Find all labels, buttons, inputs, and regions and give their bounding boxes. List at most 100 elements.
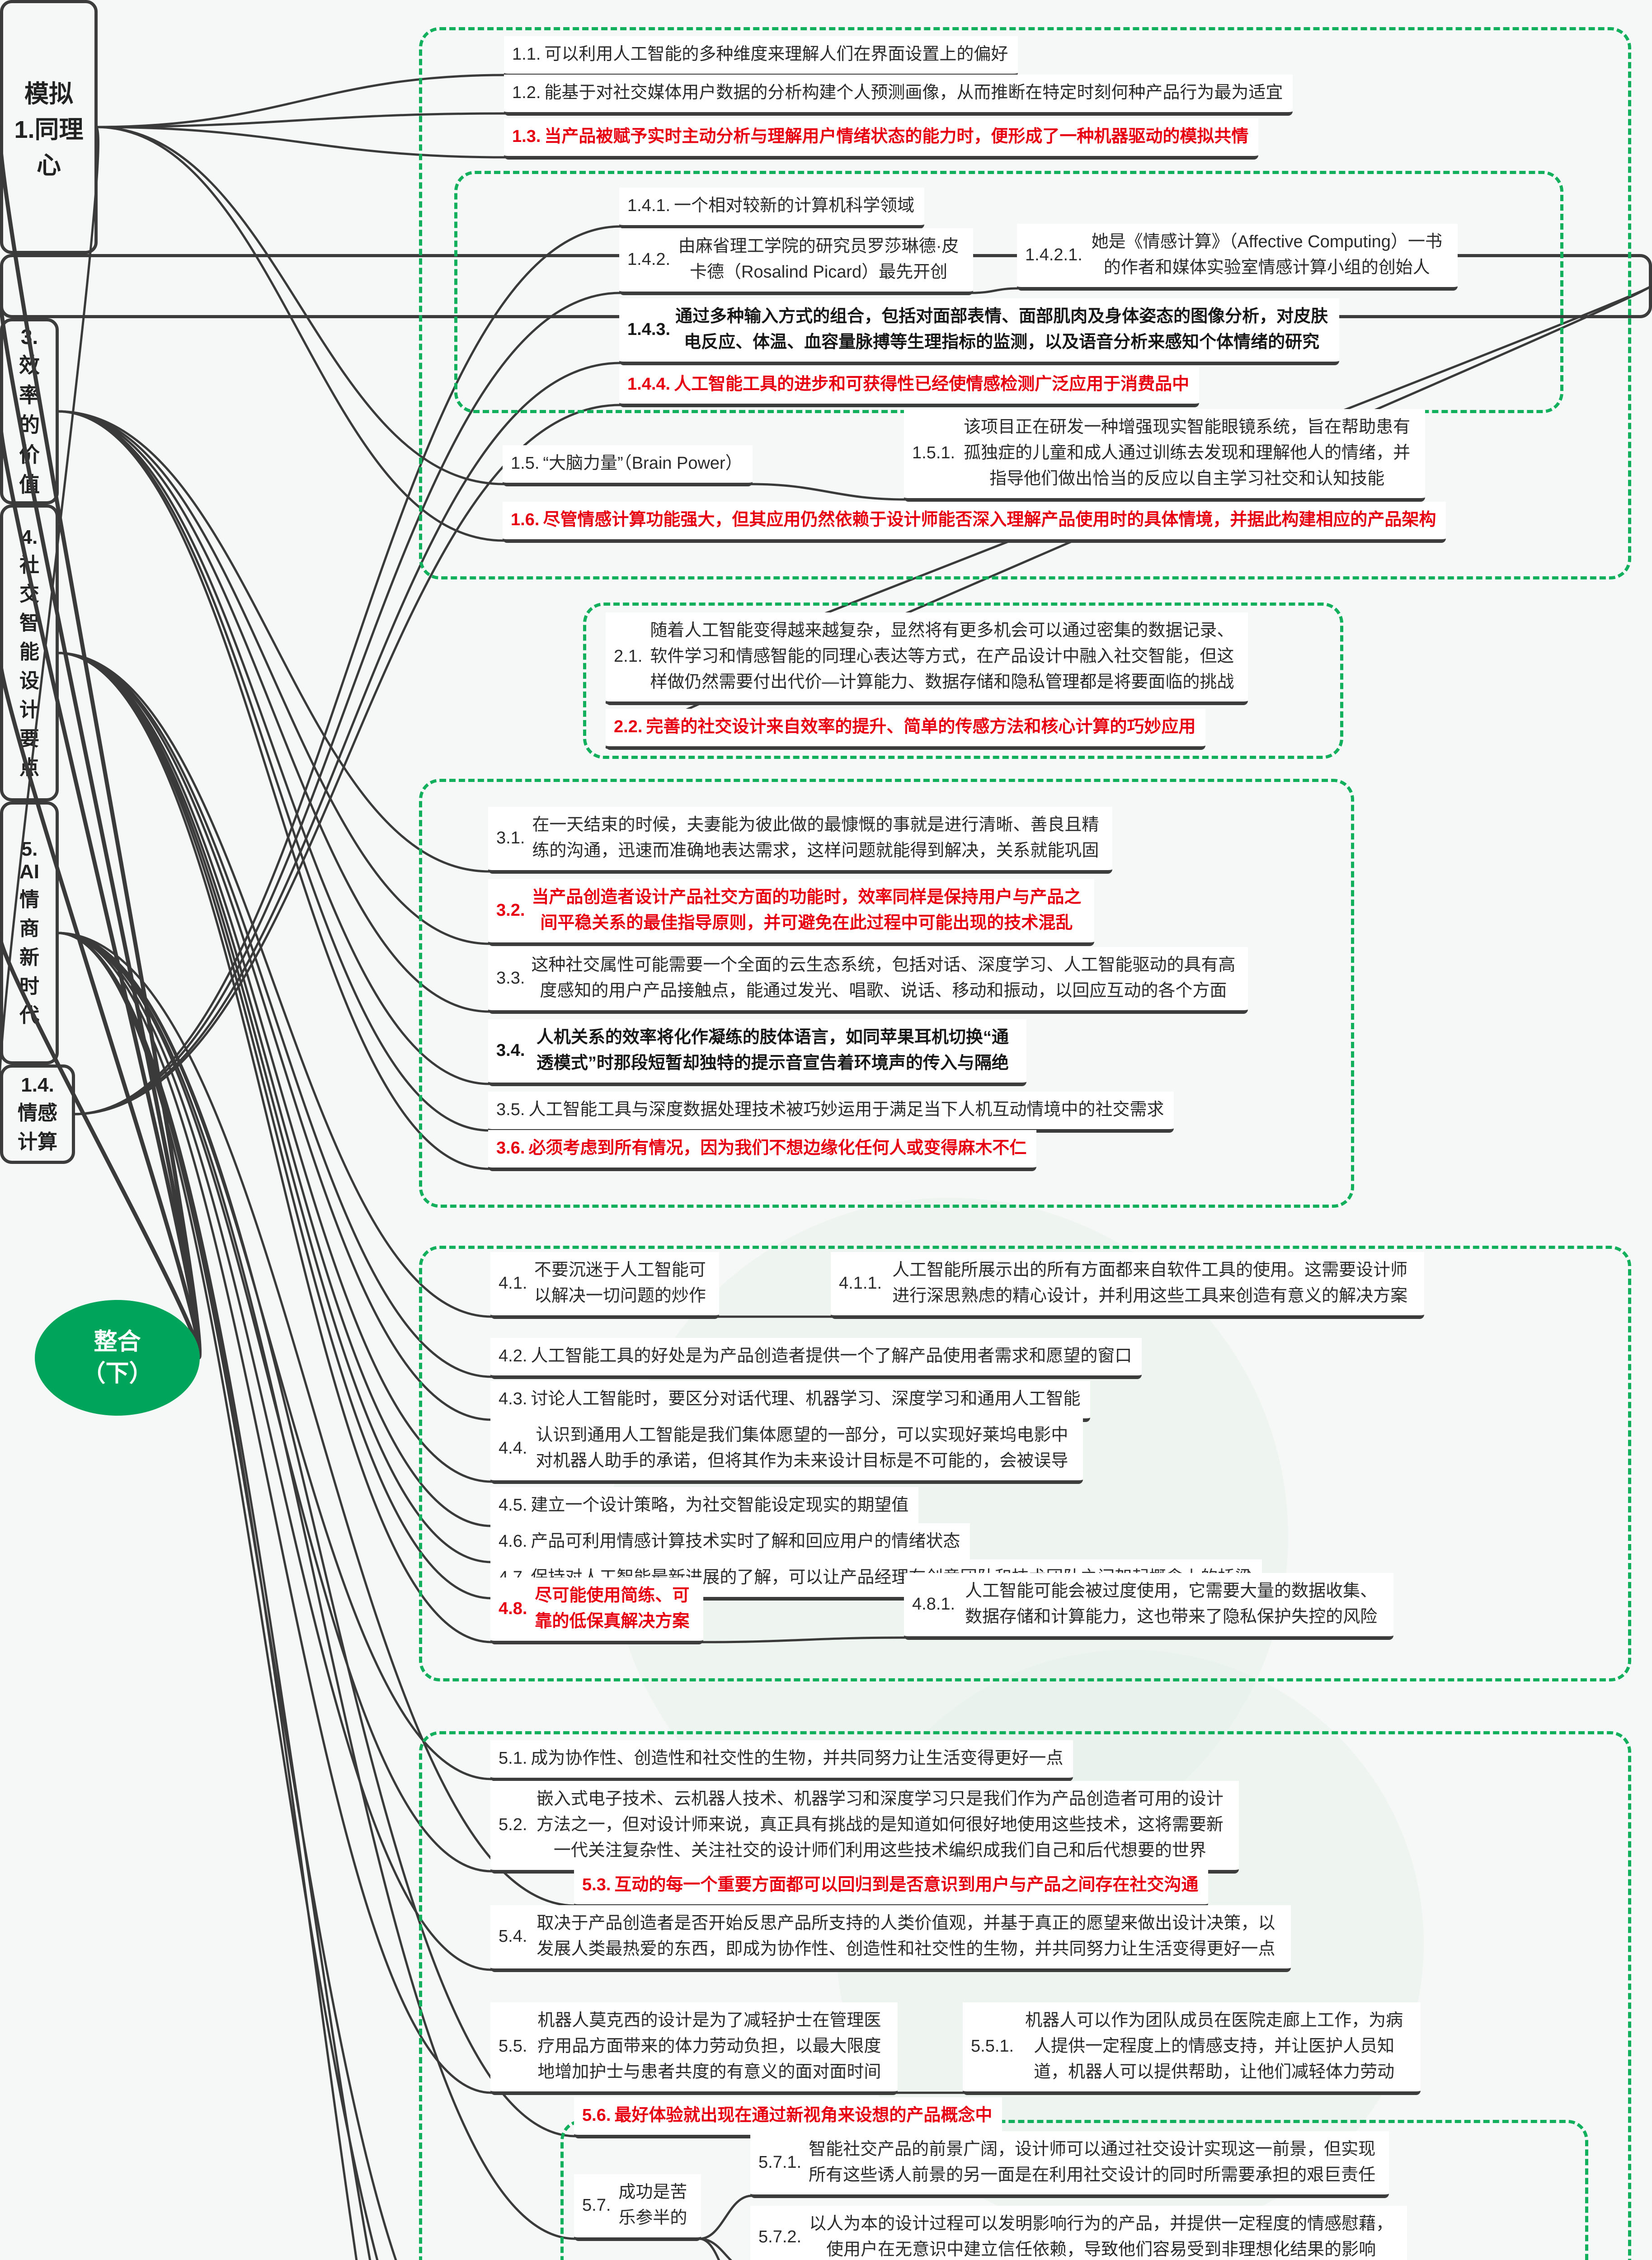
root-node[interactable]: 整合 （下） <box>35 1300 200 1416</box>
node-number: 4.8.1. <box>912 1594 955 1614</box>
group-box-5 <box>419 1731 1631 2260</box>
node-number: 3.4. <box>496 1041 525 1060</box>
node-1-2[interactable]: 1.2. 能基于对社交媒体用户数据的分析构建个人预测画像，从而推断在特定时刻何种… <box>504 75 1293 116</box>
node-number: 5.7.2. <box>758 2227 802 2246</box>
node-number: 5.5. <box>499 2037 527 2056</box>
node-text: 一个相对较新的计算机科学领域 <box>674 196 915 215</box>
node-text: 完善的社交设计来自效率的提升、简单的传感方法和核心计算的巧妙应用 <box>646 717 1196 736</box>
node-number: 3.2. <box>496 900 525 920</box>
node-number: 4.2. <box>499 1347 527 1365</box>
node-text: 成为协作性、创造性和社交性的生物，并共同努力让生活变得更好一点 <box>531 1749 1064 1768</box>
node-number: 1.4.1. <box>627 196 671 215</box>
node-text: 成功是苦乐参半的 <box>618 2183 687 2227</box>
node-5-7-2[interactable]: 5.7.2. 以人为本的设计过程可以发明影响行为的产品，并提供一定程度的情感慰藉… <box>750 2206 1407 2260</box>
node-number: 1.5.1. <box>912 443 955 462</box>
node-text: “大脑力量”（Brain Power） <box>543 454 743 473</box>
node-4-1-1[interactable]: 4.1.1. 人工智能所展示出的所有方面都来自软件工具的使用。这需要设计师进行深… <box>831 1252 1425 1319</box>
node-1-4-1[interactable]: 1.4.1. 一个相对较新的计算机科学领域 <box>619 188 925 229</box>
node-number: 4.1. <box>499 1273 527 1293</box>
node-3-3[interactable]: 3.3. 这种社交属性可能需要一个全面的云生态系统，包括对话、深度学习、人工智能… <box>488 947 1248 1014</box>
node-2-2[interactable]: 2.2. 完善的社交设计来自效率的提升、简单的传感方法和核心计算的巧妙应用 <box>606 709 1206 750</box>
node-number: 5.6. <box>582 2106 611 2125</box>
node-3-4[interactable]: 3.4. 人机关系的效率将化作凝练的肢体语言，如同苹果耳机切换“通透模式”时那段… <box>488 1019 1027 1086</box>
node-number: 4.6. <box>499 1532 527 1551</box>
node-4-8-1[interactable]: 4.8.1. 人工智能可能会被过度使用，它需要大量的数据收集、数据存储和计算能力… <box>904 1573 1394 1640</box>
node-1-3[interactable]: 1.3. 当产品被赋予实时主动分析与理解用户情绪状态的能力时，便形成了一种机器驱… <box>504 118 1259 160</box>
group-box-2 <box>583 603 1343 759</box>
node-number: 5.4. <box>499 1926 527 1946</box>
node-text: 通过多种输入方式的组合，包括对面部表情、面部肌肉及身体姿态的图像分析，对皮肤电反… <box>675 307 1328 352</box>
node-text: 由麻省理工学院的研究员罗莎琳德·皮卡德（Rosalind Picard）最先开创 <box>678 237 959 282</box>
node-3-2[interactable]: 3.2. 当产品创造者设计产品社交方面的功能时，效率同样是保持用户与产品之间平稳… <box>488 879 1095 946</box>
node-5-1[interactable]: 5.1. 成为协作性、创造性和社交性的生物，并共同努力让生活变得更好一点 <box>490 1740 1073 1781</box>
node-1-5[interactable]: 1.5. “大脑力量”（Brain Power） <box>503 445 753 486</box>
node-5-3[interactable]: 5.3. 互动的每一个重要方面都可以回归到是否意识到用户与产品之间存在社交沟通 <box>574 1867 1209 1908</box>
node-number: 3.6. <box>496 1139 525 1158</box>
node-4-1[interactable]: 4.1. 不要沉迷于人工智能可以解决一切问题的炒作 <box>490 1252 720 1319</box>
node-4-2[interactable]: 4.2. 人工智能工具的好处是为产品创造者提供一个了解产品使用者需求和愿望的窗口 <box>490 1338 1142 1379</box>
node-1-5-1[interactable]: 1.5.1. 该项目正在研发一种增强现实智能眼镜系统，旨在帮助患有孤独症的儿童和… <box>904 409 1426 502</box>
node-number: 1.2. <box>512 83 541 102</box>
node-text: 机器人可以作为团队成员在医院走廊上工作，为病人提供一定程度上的情感支持，并让医护… <box>1025 2011 1403 2081</box>
node-number: 1.6. <box>511 510 540 529</box>
node-text: 必须考虑到所有情况，因为我们不想边缘化任何人或变得麻木不仁 <box>528 1139 1027 1158</box>
node-3-6[interactable]: 3.6. 必须考虑到所有情况，因为我们不想边缘化任何人或变得麻木不仁 <box>488 1130 1037 1171</box>
node-5-4[interactable]: 5.4. 取决于产品创造者是否开始反思产品所支持的人类价值观，并基于真正的愿望来… <box>490 1905 1291 1972</box>
node-number: 3.3. <box>496 968 525 988</box>
node-text: 人工智能可能会被过度使用，它需要大量的数据收集、数据存储和计算能力，这也带来了隐… <box>965 1582 1378 1626</box>
node-2-1[interactable]: 2.1. 随着人工智能变得越来越复杂，显然将有更多机会可以通过密集的数据记录、软… <box>606 612 1248 705</box>
node-3-5[interactable]: 3.5. 人工智能工具与深度数据处理技术被巧妙运用于满足当下人机互动情境中的社交… <box>488 1092 1174 1133</box>
node-number: 5.1. <box>499 1749 527 1768</box>
node-4-6[interactable]: 4.6. 产品可利用情感计算技术实时了解和回应用户的情绪状态 <box>490 1523 970 1564</box>
node-text: 机器人莫克西的设计是为了减轻护士在管理医疗用品方面带来的体力劳动负担，以最大限度… <box>537 2011 881 2081</box>
node-number: 5.7. <box>582 2195 611 2215</box>
node-1-4-2-1[interactable]: 1.4.2.1. 她是《情感计算》（Affective Computing）一书… <box>1017 224 1458 291</box>
node-1-4-2[interactable]: 1.4.2. 由麻省理工学院的研究员罗莎琳德·皮卡德（Rosalind Pica… <box>619 228 974 295</box>
node-number: 1.4.2.1. <box>1025 245 1083 264</box>
node-text: 人工智能工具与深度数据处理技术被巧妙运用于满足当下人机互动情境中的社交需求 <box>528 1100 1164 1119</box>
node-text: 认识到通用人工智能是我们集体愿望的一部分，可以实现好莱坞电影中对机器人助手的承诺… <box>536 1426 1068 1470</box>
node-number: 4.3. <box>499 1389 527 1408</box>
node-1-4-3[interactable]: 1.4.3. 通过多种输入方式的组合，包括对面部表情、面部肌肉及身体姿态的图像分… <box>619 298 1340 365</box>
node-number: 4.5. <box>499 1496 527 1515</box>
node-text: 智能社交产品的前景广阔，设计师可以通过社交设计实现这一前景，但实现所有这些诱人前… <box>809 2140 1376 2185</box>
node-1-4-4[interactable]: 1.4.4. 人工智能工具的进步和可获得性已经使情感检测广泛应用于消费品中 <box>619 366 1200 407</box>
node-text: 人工智能所展示出的所有方面都来自软件工具的使用。这需要设计师进行深思熟虑的精心设… <box>892 1261 1408 1305</box>
node-number: 3.5. <box>496 1100 525 1119</box>
node-5-7[interactable]: 5.7. 成功是苦乐参半的 <box>574 2174 701 2241</box>
node-number: 3.1. <box>496 828 525 848</box>
group-box-1 <box>419 27 1631 579</box>
node-1-6[interactable]: 1.6. 尽管情感计算功能强大，但其应用仍然依赖于设计师能否深入理解产品使用时的… <box>503 502 1446 543</box>
node-text: 该项目正在研发一种增强现实智能眼镜系统，旨在帮助患有孤独症的儿童和成人通过训练去… <box>964 418 1411 488</box>
node-1-1[interactable]: 1.1. 可以利用人工智能的多种维度来理解人们在界面设置上的偏好 <box>504 36 1018 77</box>
node-text: 讨论人工智能时，要区分对话代理、机器学习、深度学习和通用人工智能 <box>531 1389 1081 1408</box>
node-number: 5.5.1. <box>971 2037 1014 2056</box>
node-number: 1.4.2. <box>627 250 671 269</box>
node-4-4[interactable]: 4.4. 认识到通用人工智能是我们集体愿望的一部分，可以实现好莱坞电影中对机器人… <box>490 1417 1083 1484</box>
node-number: 4.4. <box>499 1438 527 1458</box>
node-text: 可以利用人工智能的多种维度来理解人们在界面设置上的偏好 <box>544 45 1008 64</box>
node-number: 1.1. <box>512 45 541 64</box>
node-text: 这种社交属性可能需要一个全面的云生态系统，包括对话、深度学习、人工智能驱动的具有… <box>531 956 1236 1000</box>
node-text: 人工智能工具的好处是为产品创造者提供一个了解产品使用者需求和愿望的窗口 <box>531 1347 1132 1365</box>
node-4-3[interactable]: 4.3. 讨论人工智能时，要区分对话代理、机器学习、深度学习和通用人工智能 <box>490 1381 1091 1422</box>
node-number: 4.8. <box>499 1599 527 1618</box>
node-number: 2.2. <box>614 717 643 736</box>
node-5-5[interactable]: 5.5. 机器人莫克西的设计是为了减轻护士在管理医疗用品方面带来的体力劳动负担，… <box>490 2002 898 2095</box>
group-box-3 <box>419 779 1354 1208</box>
node-5-5-1[interactable]: 5.5.1. 机器人可以作为团队成员在医院走廊上工作，为病人提供一定程度上的情感… <box>963 2002 1421 2095</box>
node-number: 1.5. <box>511 454 540 473</box>
node-text: 建立一个设计策略，为社交智能设定现实的期望值 <box>531 1496 909 1515</box>
node-4-8[interactable]: 4.8. 尽可能使用简练、可靠的低保真解决方案 <box>490 1577 704 1644</box>
node-number: 5.3. <box>582 1875 611 1894</box>
node-4-5[interactable]: 4.5. 建立一个设计策略，为社交智能设定现实的期望值 <box>490 1487 919 1528</box>
node-5-2[interactable]: 5.2. 嵌入式电子技术、云机器人技术、机器学习和深度学习只是我们作为产品创造者… <box>490 1781 1239 1874</box>
node-5-7-1[interactable]: 5.7.1. 智能社交产品的前景广阔，设计师可以通过社交设计实现这一前景，但实现… <box>750 2131 1389 2198</box>
node-text: 人机关系的效率将化作凝练的肢体语言，如同苹果耳机切换“通透模式”时那段短暂却独特… <box>536 1028 1009 1073</box>
node-number: 4.1.1. <box>839 1273 882 1293</box>
node-text: 随着人工智能变得越来越复杂，显然将有更多机会可以通过密集的数据记录、软件学习和情… <box>650 621 1234 692</box>
node-text: 在一天结束的时候，夫妻能为彼此做的最慷慨的事就是进行清晰、善良且精练的沟通，迅速… <box>532 815 1099 860</box>
node-number: 5.7.1. <box>758 2152 802 2172</box>
node-3-1[interactable]: 3.1. 在一天结束的时候，夫妻能为彼此做的最慷慨的事就是进行清晰、善良且精练的… <box>488 807 1113 874</box>
